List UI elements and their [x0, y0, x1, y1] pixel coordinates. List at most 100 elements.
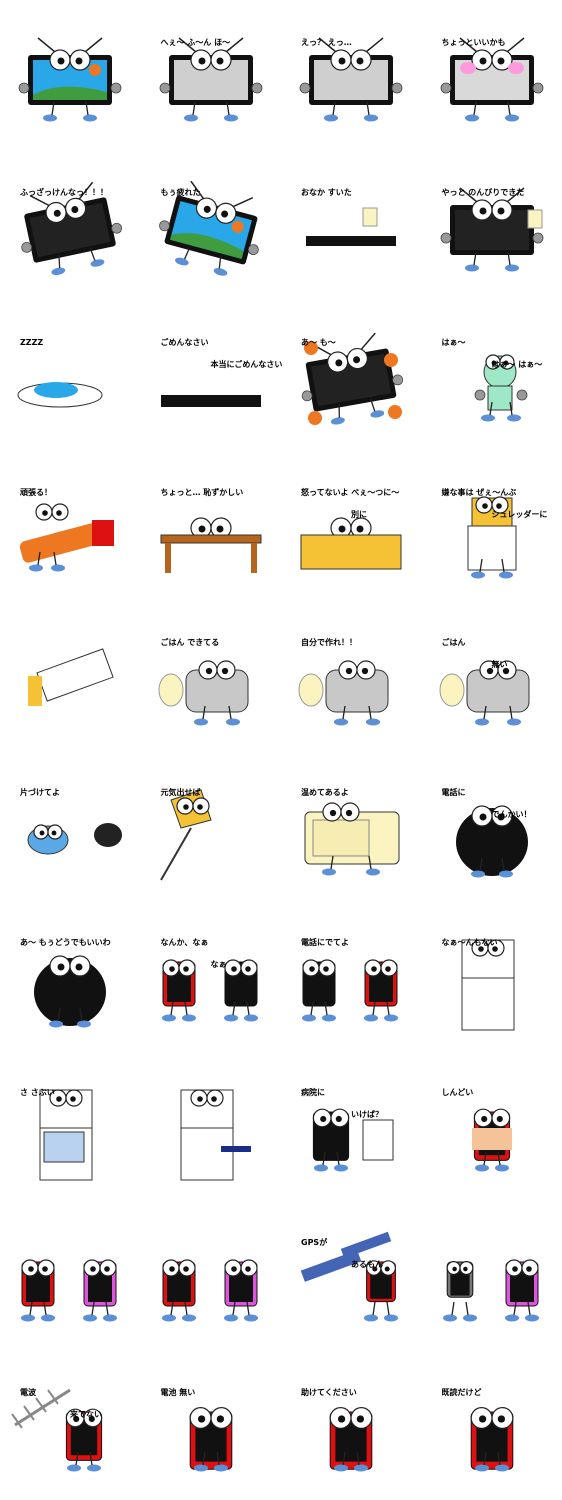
sticker-illustration	[160, 395, 261, 407]
sticker-illustration	[34, 955, 106, 1028]
sticker-cell[interactable]: しんどい	[422, 1050, 562, 1200]
sticker-cell[interactable]: なぁ〜んもない	[422, 900, 562, 1050]
sticker-caption: 温めてあるよ	[301, 788, 349, 797]
sticker-cell[interactable]: ごめんなさい本当にごめんなさい	[141, 300, 282, 450]
sticker-illustration	[455, 805, 528, 878]
sticker-cell[interactable]: 電波来てない	[0, 1350, 141, 1500]
sticker-caption-secondary: 来てない	[70, 1410, 102, 1419]
sticker-illustration	[158, 660, 248, 726]
sticker-cell[interactable]: あ〜 も〜	[281, 300, 422, 450]
sticker-illustration	[440, 37, 543, 122]
sticker-caption: 片づけてよ	[20, 788, 60, 797]
sticker-illustration	[467, 496, 516, 579]
sticker-illustration	[298, 660, 389, 726]
sticker-illustration	[442, 1259, 539, 1322]
sticker-illustration	[21, 181, 123, 276]
sticker-illustration	[21, 1259, 117, 1322]
sticker-caption: おなか すいた	[301, 188, 352, 197]
sticker-caption: しんどい	[441, 1088, 474, 1097]
sticker-caption: 電池 無い	[160, 1388, 196, 1397]
sticker-cell[interactable]: 温めてあるよ	[281, 750, 422, 900]
sticker-cell[interactable]: 怒ってないよ べぇ〜つに〜別に	[281, 450, 422, 600]
sticker-caption-secondary: でんかい！	[491, 810, 532, 819]
sticker-cell[interactable]: 電池 無い	[141, 1350, 282, 1500]
sticker-cell[interactable]: はぁ〜はぁ〜 はぁ〜	[422, 300, 562, 450]
sticker-caption-secondary: あるもん	[351, 1260, 383, 1269]
sticker-illustration	[461, 939, 514, 1031]
sticker-caption: 電話に	[441, 788, 466, 797]
sticker-cell[interactable]: 頑張る！	[0, 450, 141, 600]
sticker-caption: はぁ〜	[441, 338, 466, 347]
sticker-cell[interactable]: 嫌な事は ぜぇ〜んぶシュレッダーに	[422, 450, 562, 600]
sticker-illustration	[161, 959, 258, 1022]
sticker-caption: ZZZZ	[20, 338, 44, 347]
sticker-illustration	[39, 1089, 93, 1181]
sticker-illustration	[301, 332, 404, 425]
sticker-caption-secondary: なぁ	[210, 960, 227, 969]
sticker-illustration	[300, 517, 402, 570]
sticker-cell[interactable]: えっ？ えっ…	[281, 0, 422, 150]
sticker-caption: ごはん できてる	[160, 638, 220, 647]
sticker-caption: ふっざっけんなっ！！！	[20, 188, 108, 197]
sticker-illustration	[300, 1231, 398, 1322]
sticker-illustration	[299, 37, 403, 122]
sticker-caption: あ〜 もぅどうでもいいわ	[20, 938, 111, 947]
sticker-cell[interactable]: 元気出せば	[141, 750, 282, 900]
sticker-cell[interactable]	[0, 0, 141, 150]
sticker-illustration	[28, 648, 114, 706]
sticker-illustration	[474, 354, 527, 422]
sticker-cell[interactable]	[141, 1200, 282, 1350]
sticker-cell[interactable]: ちょっと… 恥ずかしい	[141, 450, 282, 600]
sticker-cell[interactable]: 電話にでてよ	[281, 900, 422, 1050]
sticker-cell[interactable]: 電話にでんかい！	[422, 750, 562, 900]
sticker-caption: GPSが	[301, 1238, 328, 1247]
sticker-cell[interactable]: 自分で作れ！！	[281, 600, 422, 750]
sticker-cell[interactable]: GPSがあるもん	[281, 1200, 422, 1350]
sticker-cell[interactable]: 既読だけど	[422, 1350, 562, 1500]
sticker-cell[interactable]: ごはん無い	[422, 600, 562, 750]
sticker-caption: なんか、なぁ	[160, 938, 209, 947]
sticker-cell[interactable]: ふっざっけんなっ！！！	[0, 150, 141, 300]
sticker-cell[interactable]: あ〜 もぅどうでもいいわ	[0, 900, 141, 1050]
sticker-illustration	[19, 503, 114, 572]
sticker-caption: 嫌な事は ぜぇ〜んぶ	[441, 488, 517, 497]
sticker-cell[interactable]	[0, 1200, 141, 1350]
sticker-cell[interactable]: もぅ疲れた	[141, 150, 282, 300]
sticker-cell[interactable]: 病院にいけば？	[281, 1050, 422, 1200]
sticker-cell[interactable]: おなか すいた	[281, 150, 422, 300]
sticker-caption: もぅ疲れた	[160, 188, 201, 197]
sticker-caption: やっと のんびりできた	[441, 188, 525, 197]
sticker-cell[interactable]: ZZZZ	[0, 300, 141, 450]
sticker-cell[interactable]: ちょっといいかも	[422, 0, 562, 150]
sticker-cell[interactable]: へぇ〜 ふ〜ん ほ〜	[141, 0, 282, 150]
sticker-cell[interactable]: なんか、なぁなぁ	[141, 900, 282, 1050]
sticker-caption: えっ？ えっ…	[301, 38, 352, 47]
sticker-cell[interactable]	[0, 600, 141, 750]
sticker-illustration	[189, 1406, 232, 1472]
sticker-caption-secondary: 無い	[491, 660, 508, 669]
sticker-caption: 電話にでてよ	[301, 938, 349, 947]
sticker-caption: 元気出せば	[160, 788, 201, 797]
sticker-caption-secondary: 本当にごめんなさい	[210, 360, 283, 369]
sticker-cell[interactable]: 助けてください	[281, 1350, 422, 1500]
sticker-illustration	[161, 1259, 258, 1322]
sticker-caption: ちょっと… 恥ずかしい	[160, 488, 244, 497]
sticker-caption-secondary: 別に	[351, 510, 367, 519]
sticker-cell[interactable]	[141, 1050, 282, 1200]
sticker-caption: 怒ってないよ べぇ〜つに〜	[301, 488, 400, 497]
sticker-illustration	[18, 37, 122, 122]
sticker-illustration	[304, 802, 400, 876]
sticker-illustration	[158, 180, 259, 276]
sticker-cell[interactable]: ごはん できてる	[141, 600, 282, 750]
sticker-caption: ごめんなさい	[160, 338, 209, 347]
sticker-caption: へぇ〜 ふ〜ん ほ〜	[160, 38, 231, 47]
sticker-cell[interactable]: 片づけてよ	[0, 750, 141, 900]
sticker-caption: なぁ〜んもない	[441, 938, 498, 947]
sticker-cell[interactable]: さ さぶい	[0, 1050, 141, 1200]
sticker-cell[interactable]	[422, 1200, 562, 1350]
sticker-cell[interactable]: やっと のんびりできた	[422, 150, 562, 300]
sticker-illustration	[159, 37, 262, 122]
sticker-caption-secondary: シュレッダーに	[491, 510, 548, 519]
sticker-illustration	[312, 1108, 394, 1172]
